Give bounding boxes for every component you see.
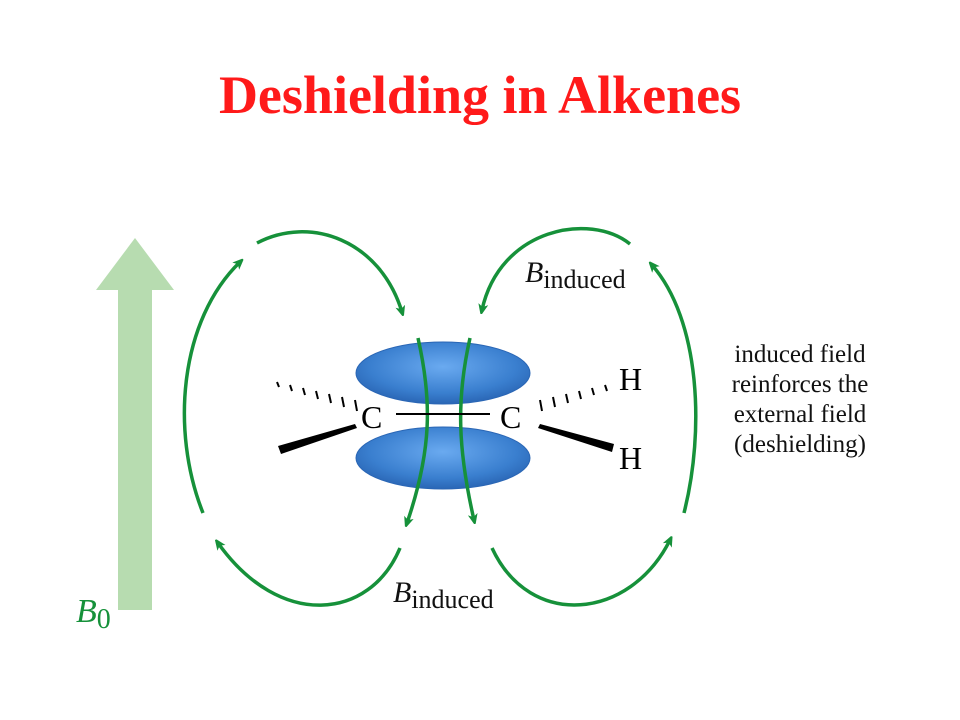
wedge-bond-left [278, 424, 357, 454]
b-induced-top-label: Binduced [525, 256, 626, 294]
note-line-2: reinforces the [731, 371, 869, 398]
field-line-lower-right-arc [490, 540, 670, 607]
hydrogen-bottom-label: H [619, 440, 642, 476]
pi-orbital-bottom [355, 426, 531, 490]
b-induced-top-main: B [525, 256, 543, 289]
field-line-upper-left-arc [256, 230, 402, 312]
note-line-3: external field [733, 401, 867, 428]
field-line-lower-left-arc [218, 543, 402, 607]
field-line-upper-right-arc [482, 226, 632, 310]
b-induced-bottom-main: B [393, 576, 411, 609]
page-title: Deshielding in Alkenes [218, 65, 742, 125]
carbon-right-label: C [500, 399, 521, 435]
field-line-right-outer [652, 265, 698, 514]
external-field-arrow-head [96, 238, 174, 290]
b-induced-bottom-label: Binduced [393, 576, 494, 614]
field-line-right-inner [458, 337, 474, 520]
field-line-left-outer [182, 262, 240, 514]
hashed-bond-left [276, 381, 358, 412]
wedge-bond-right [538, 424, 614, 452]
pi-orbital-top [355, 341, 531, 405]
note-line-1: induced field [734, 341, 866, 368]
hydrogen-top-label: H [619, 361, 642, 397]
b0-label-sub: 0 [97, 604, 111, 635]
b-induced-bottom-sub: induced [411, 585, 493, 614]
b0-label: B0 [76, 593, 111, 635]
note-line-4: (deshielding) [734, 431, 866, 458]
field-line-left-inner [407, 337, 430, 523]
external-field-arrow [96, 238, 174, 610]
b-induced-top-sub: induced [543, 265, 625, 294]
b0-label-main: B [76, 593, 97, 630]
induced-field-lines [182, 226, 698, 607]
deshielding-note: induced field reinforces the external fi… [700, 340, 900, 460]
external-field-arrow-shaft [118, 288, 152, 610]
hashed-bond-right [539, 384, 608, 412]
carbon-left-label: C [361, 399, 382, 435]
